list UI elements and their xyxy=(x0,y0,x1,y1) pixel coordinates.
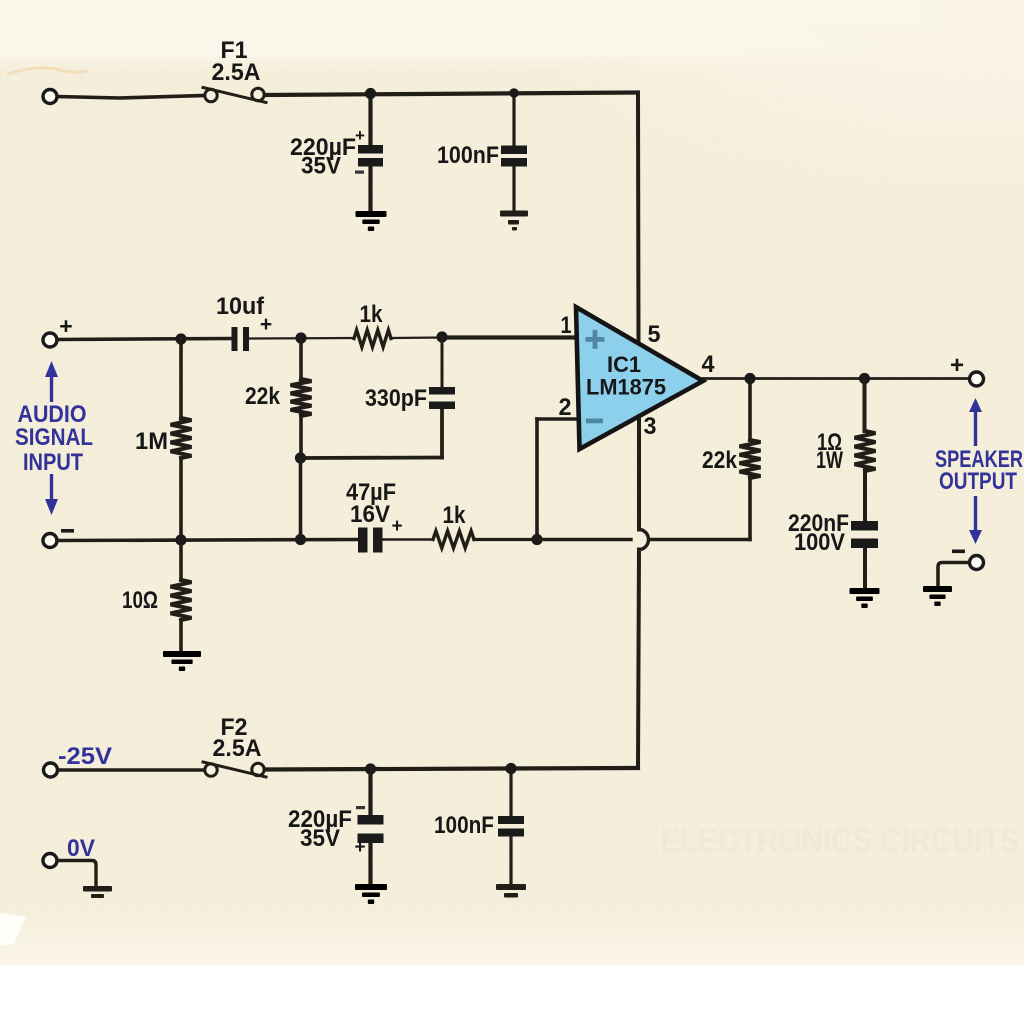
svg-text:1Ω: 1Ω xyxy=(817,429,842,456)
svg-text:0V: 0V xyxy=(67,835,95,862)
svg-text:330pF: 330pF xyxy=(365,385,427,412)
svg-text:35V: 35V xyxy=(300,825,340,852)
svg-text:AUDIO: AUDIO xyxy=(18,401,87,428)
svg-text:2.5A: 2.5A xyxy=(213,735,262,762)
svg-text:22k: 22k xyxy=(245,383,281,410)
svg-text:INPUT: INPUT xyxy=(23,449,83,476)
svg-text:1: 1 xyxy=(561,312,572,339)
svg-text:F2: F2 xyxy=(221,714,248,741)
svg-text:100V: 100V xyxy=(794,529,845,556)
svg-text:+: + xyxy=(260,313,272,336)
svg-text:SIGNAL: SIGNAL xyxy=(15,424,93,451)
svg-text:22k: 22k xyxy=(702,447,738,474)
svg-text:F1: F1 xyxy=(221,37,248,64)
svg-text:+: + xyxy=(355,126,365,145)
svg-text:IC1: IC1 xyxy=(607,352,641,377)
svg-text:+: + xyxy=(950,352,964,379)
svg-text:LM1875: LM1875 xyxy=(586,375,666,400)
svg-text:10uf: 10uf xyxy=(216,293,265,320)
svg-text:35V: 35V xyxy=(301,153,341,180)
svg-text:OUTPUT: OUTPUT xyxy=(939,468,1017,495)
svg-text:1M: 1M xyxy=(135,428,168,455)
svg-text:3: 3 xyxy=(644,413,657,440)
svg-text:47µF: 47µF xyxy=(346,479,396,506)
svg-text:1W: 1W xyxy=(816,447,843,474)
svg-text:1k: 1k xyxy=(443,502,467,529)
svg-text:+: + xyxy=(354,837,365,858)
svg-text:2.5A: 2.5A xyxy=(212,59,261,86)
svg-text:+: + xyxy=(59,313,72,339)
svg-text:4: 4 xyxy=(702,351,716,378)
svg-text:16V: 16V xyxy=(350,501,390,528)
svg-text:5: 5 xyxy=(648,321,661,348)
svg-text:ELECTRONICS CIRCUITS: ELECTRONICS CIRCUITS xyxy=(660,822,1020,860)
svg-text:220nF: 220nF xyxy=(788,510,849,537)
svg-text:2: 2 xyxy=(559,394,572,421)
svg-text:SPEAKER: SPEAKER xyxy=(935,446,1023,473)
svg-text:10Ω: 10Ω xyxy=(122,587,158,614)
svg-text:1k: 1k xyxy=(360,301,384,328)
svg-text:100nF: 100nF xyxy=(437,142,499,169)
svg-text:-25V: -25V xyxy=(58,743,112,770)
svg-text:220µF: 220µF xyxy=(290,134,356,161)
svg-text:220µF: 220µF xyxy=(288,806,352,833)
svg-text:100nF: 100nF xyxy=(434,812,494,839)
svg-text:+: + xyxy=(391,516,402,537)
